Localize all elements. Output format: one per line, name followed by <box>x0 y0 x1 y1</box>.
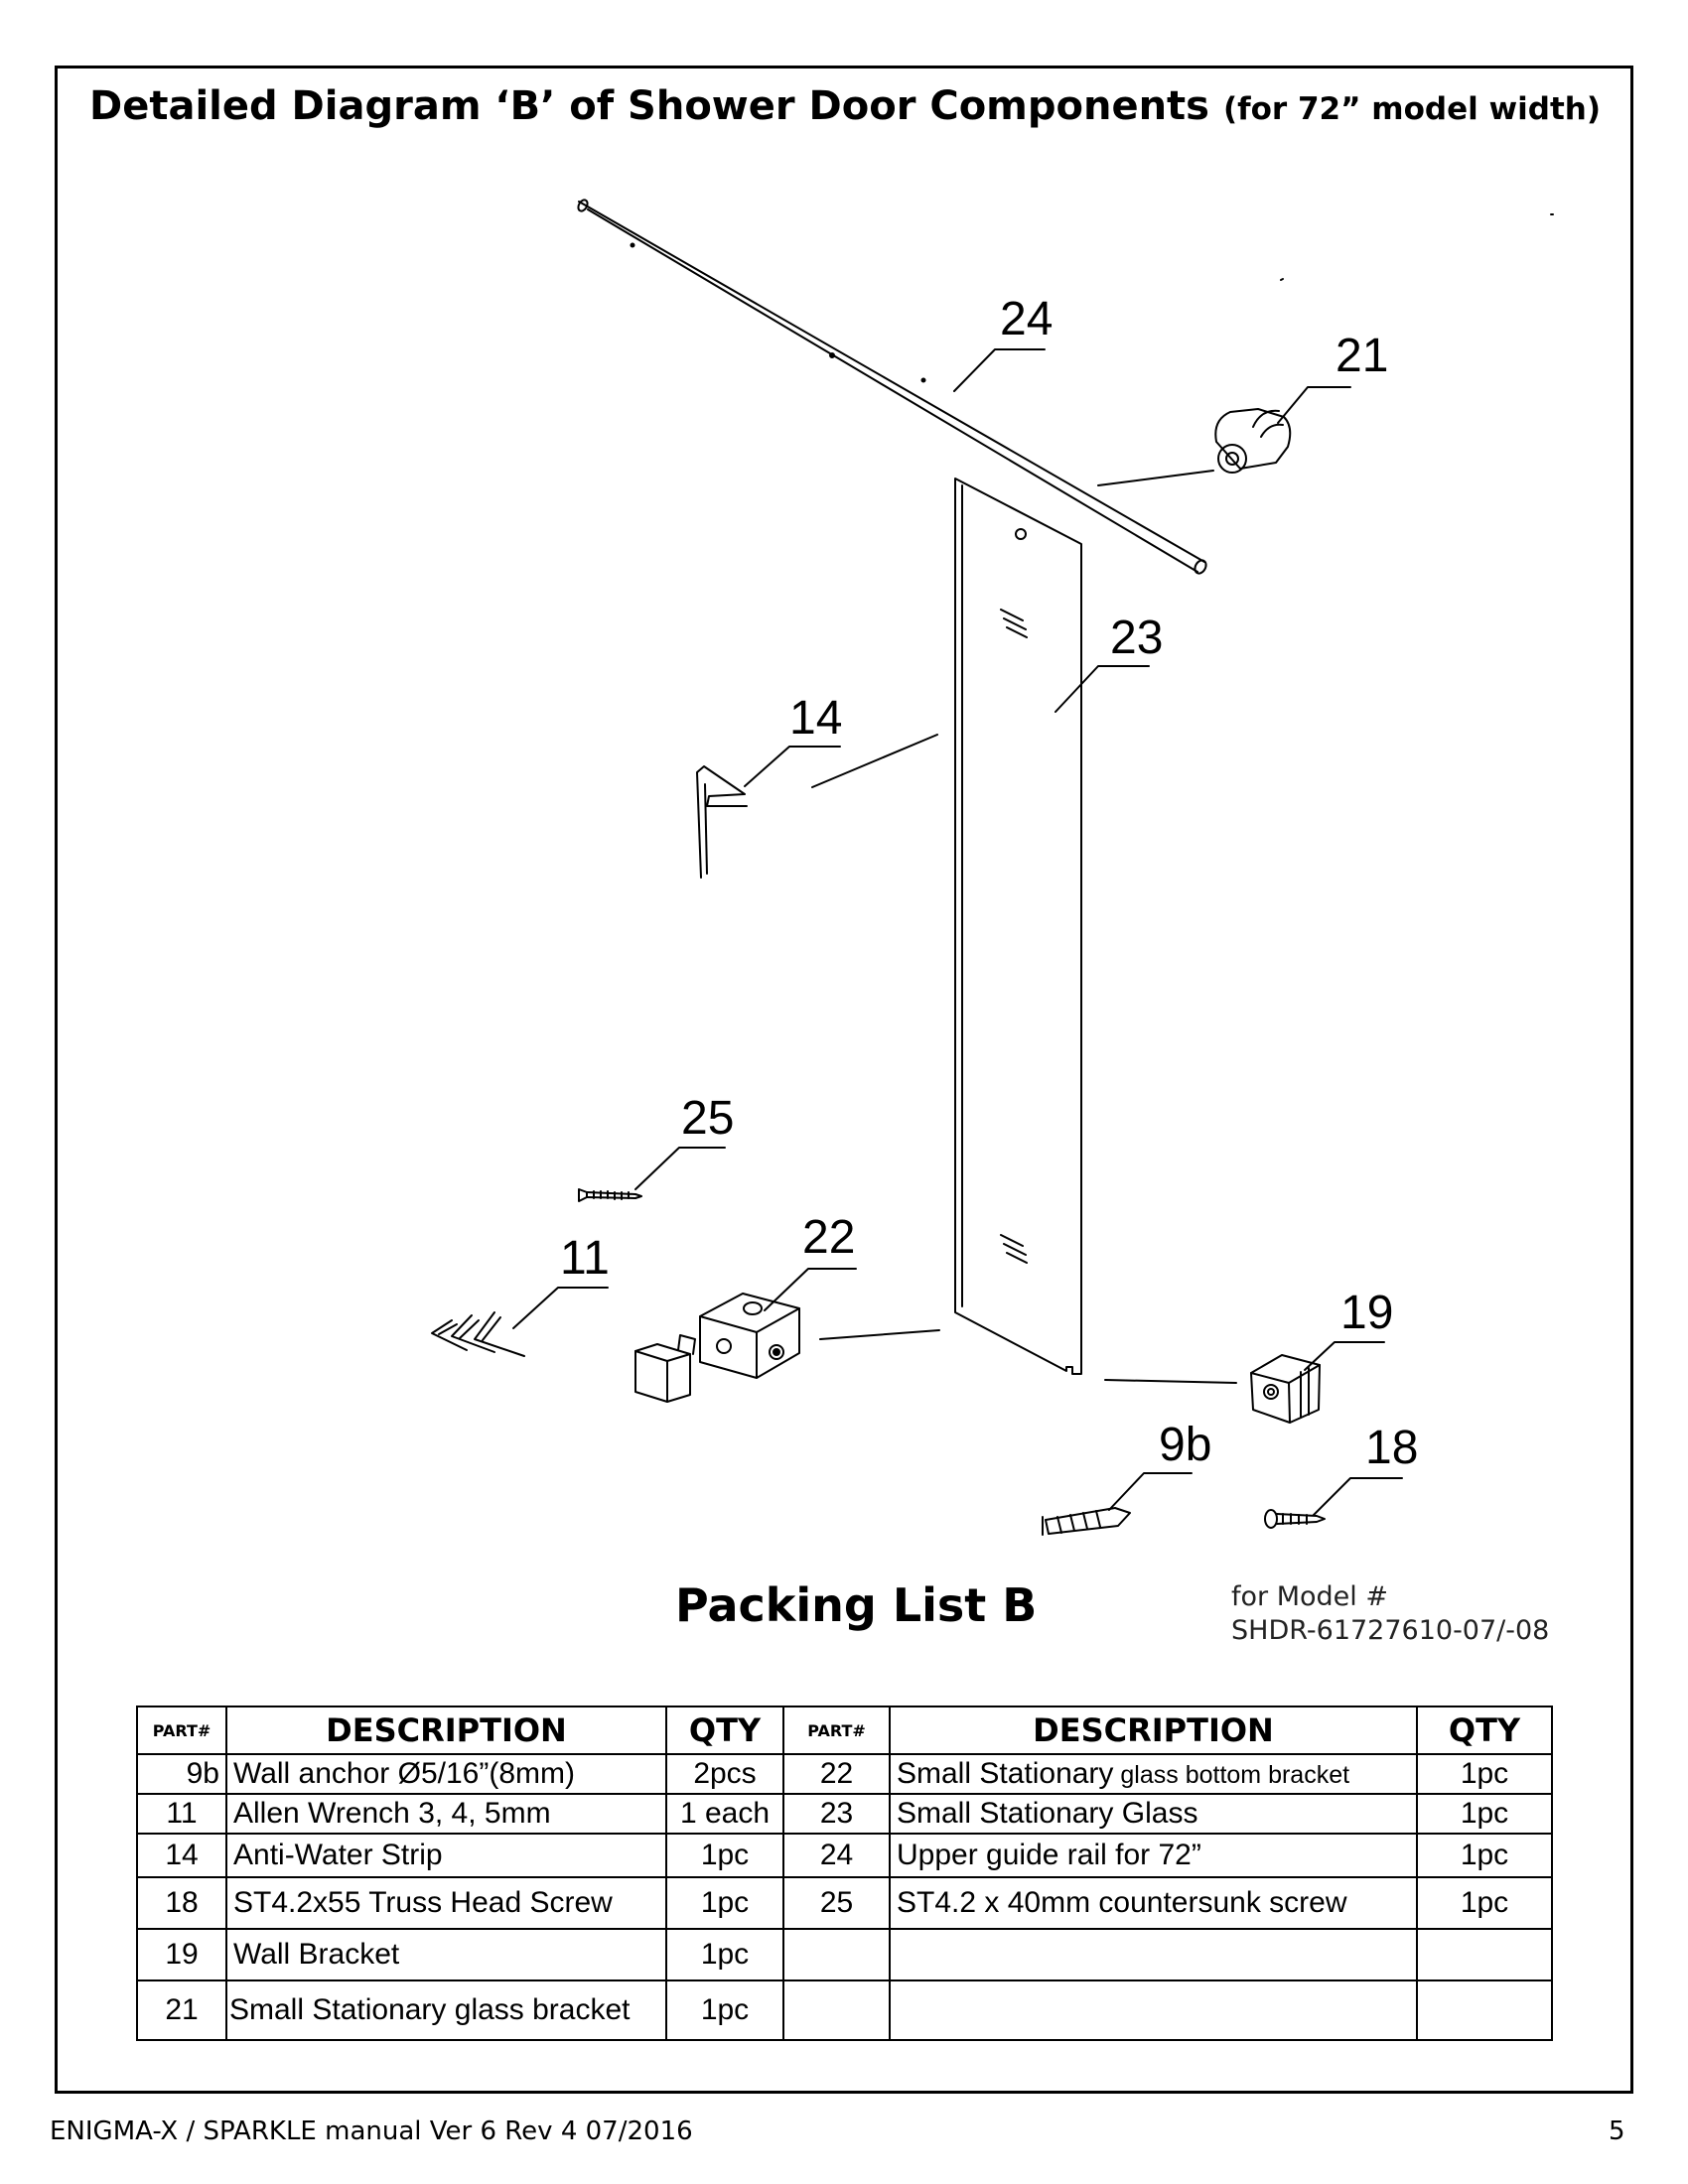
wall-anchor-drawing <box>1042 1507 1131 1536</box>
model-number: SHDR-61727610-07/-08 <box>1231 1615 1550 1646</box>
description-detail: glass bottom bracket <box>1113 1761 1350 1789</box>
part-number <box>782 1928 891 1981</box>
table-row: 19 Wall Bracket 1pc <box>136 1928 1553 1981</box>
callout-24: 24 <box>1000 293 1053 345</box>
exploded-diagram: 24 21 23 14 25 22 11 19 9b 18 <box>431 199 1554 1536</box>
anti-water-strip-drawing <box>696 765 748 879</box>
header-part-number: PART# <box>782 1706 891 1755</box>
part-qty: 1pc <box>1416 1833 1553 1878</box>
part-qty: 1pc <box>1416 1753 1553 1795</box>
header-qty: QTY <box>665 1706 784 1755</box>
part-description: Anti-Water Strip <box>225 1833 667 1878</box>
model-label: for Model # <box>1231 1581 1388 1612</box>
part-description <box>889 1928 1418 1981</box>
guide-rail-drawing <box>577 199 1554 575</box>
table-row: 18 ST4.2x55 Truss Head Screw 1pc 25 ST4.… <box>136 1876 1553 1930</box>
countersunk-screw-drawing <box>578 1188 642 1202</box>
callout-23: 23 <box>1110 612 1163 664</box>
part-qty: 1pc <box>665 1979 784 2041</box>
callout-18: 18 <box>1365 1422 1418 1474</box>
part-number <box>782 1979 891 2041</box>
table-row: 11 Allen Wrench 3, 4, 5mm 1 each 23 Smal… <box>136 1793 1553 1835</box>
page-number: 5 <box>1609 2116 1625 2146</box>
part-description: ST4.2 x 40mm countersunk screw <box>889 1876 1418 1930</box>
truss-screw-drawing <box>1264 1509 1326 1529</box>
callout-19: 19 <box>1340 1287 1393 1339</box>
header-qty: QTY <box>1416 1706 1553 1755</box>
part-qty: 1pc <box>1416 1793 1553 1835</box>
part-description: Allen Wrench 3, 4, 5mm <box>225 1793 667 1835</box>
description-main: Small Stationary <box>897 1757 1114 1790</box>
part-description: Wall anchor Ø5/16”(8mm) <box>225 1753 667 1795</box>
part-qty <box>1416 1979 1553 2041</box>
table-row: 9b Wall anchor Ø5/16”(8mm) 2pcs 22 Small… <box>136 1753 1553 1795</box>
title-main: Detailed Diagram ‘B’ of Shower Door Comp… <box>89 83 1209 129</box>
title-subtitle: (for 72” model width) <box>1222 91 1602 127</box>
footer-manual-version: ENIGMA-X / SPARKLE manual Ver 6 Rev 4 07… <box>50 2116 693 2146</box>
part-description: Small Stationary Glass <box>889 1793 1418 1835</box>
part-qty: 1 each <box>665 1793 784 1835</box>
part-qty: 1pc <box>1416 1876 1553 1930</box>
callout-22: 22 <box>802 1211 855 1264</box>
callout-11: 11 <box>560 1232 610 1285</box>
part-number: 25 <box>782 1876 891 1930</box>
packing-list-title: Packing List B <box>675 1578 1038 1632</box>
page-border <box>55 66 1633 2094</box>
part-description: Wall Bracket <box>225 1928 667 1981</box>
part-number: 21 <box>136 1979 227 2041</box>
page-title: Detailed Diagram ‘B’ of Shower Door Comp… <box>89 83 1602 129</box>
part-number: 23 <box>782 1793 891 1835</box>
part-qty: 1pc <box>665 1833 784 1878</box>
leader-lines <box>512 348 1403 1516</box>
part-number: 11 <box>136 1793 227 1835</box>
allen-wrench-drawing <box>431 1311 525 1357</box>
part-number: 14 <box>136 1833 227 1878</box>
wall-bracket-drawing <box>1250 1354 1321 1424</box>
part-number: 18 <box>136 1876 227 1930</box>
stationary-bracket-drawing <box>1214 408 1292 474</box>
model-note: for Model # SHDR-61727610-07/-08 <box>1231 1580 1549 1648</box>
callout-9b: 9b <box>1159 1419 1211 1471</box>
header-description: DESCRIPTION <box>889 1706 1418 1755</box>
header-part-number: PART# <box>136 1706 227 1755</box>
part-description: ST4.2x55 Truss Head Screw <box>225 1876 667 1930</box>
part-number: 24 <box>782 1833 891 1878</box>
packing-list-table: PART# DESCRIPTION QTY PART# DESCRIPTION … <box>136 1706 1553 2041</box>
glass-panel-drawing <box>954 478 1082 1375</box>
part-description <box>889 1979 1418 2041</box>
part-description: Small Stationary glass bracket <box>225 1979 667 2041</box>
header-description: DESCRIPTION <box>225 1706 667 1755</box>
callout-14: 14 <box>789 692 842 745</box>
callout-21: 21 <box>1336 330 1388 382</box>
part-description: Small Stationary glass bottom bracket <box>889 1753 1418 1795</box>
part-qty <box>1416 1928 1553 1981</box>
bottom-bracket-drawing <box>634 1293 800 1403</box>
callout-25: 25 <box>681 1092 734 1145</box>
table-header-row: PART# DESCRIPTION QTY PART# DESCRIPTION … <box>136 1706 1553 1755</box>
part-number: 19 <box>136 1928 227 1981</box>
part-number: 9b <box>136 1753 227 1795</box>
table-row: 21 Small Stationary glass bracket 1pc <box>136 1979 1553 2041</box>
part-qty: 2pcs <box>665 1753 784 1795</box>
part-description: Upper guide rail for 72” <box>889 1833 1418 1878</box>
part-qty: 1pc <box>665 1928 784 1981</box>
table-row: 14 Anti-Water Strip 1pc 24 Upper guide r… <box>136 1833 1553 1878</box>
part-number: 22 <box>782 1753 891 1795</box>
part-qty: 1pc <box>665 1876 784 1930</box>
